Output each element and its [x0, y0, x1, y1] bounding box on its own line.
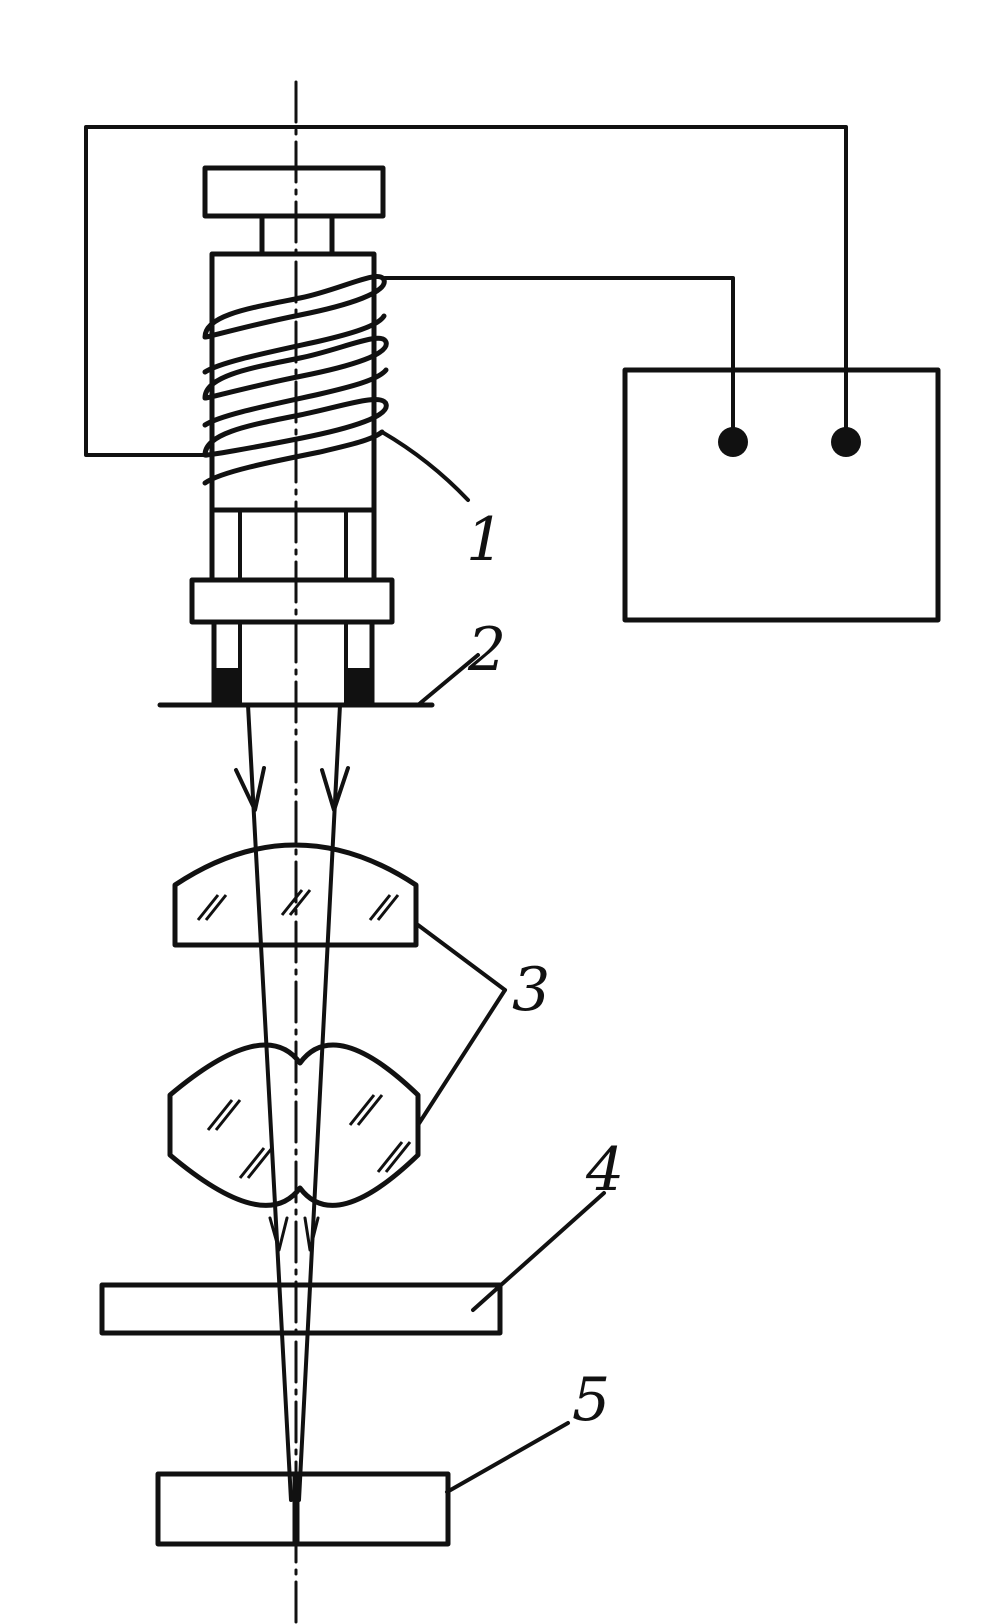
seal-block-left: [215, 668, 241, 703]
power-supply-box: [622, 367, 941, 623]
source-flange: [189, 577, 395, 625]
leader-4: [471, 1191, 606, 1312]
beam-right: [297, 703, 342, 1502]
source-lower-body: [209, 507, 377, 583]
source-top-cap: [202, 165, 386, 219]
lower-lens: [167, 1042, 421, 1208]
arrow-right: [320, 766, 350, 812]
label-5: 5: [572, 1365, 610, 1435]
arrow-left-lower: [268, 1216, 289, 1252]
label-3: 3: [512, 955, 550, 1025]
leader-5: [445, 1421, 570, 1494]
wire-left-loop: [84, 125, 848, 457]
terminal-left: [718, 427, 748, 457]
leader-2: [416, 653, 480, 707]
target-5: [155, 1471, 451, 1547]
leader-3b: [416, 988, 507, 1127]
arrow-right-lower: [303, 1216, 320, 1252]
leader-3a: [416, 923, 507, 992]
plate-4: [99, 1282, 503, 1336]
seal-block-right: [345, 668, 371, 703]
arrow-left: [234, 766, 266, 812]
label-4: 4: [585, 1135, 624, 1205]
beam-left: [246, 703, 293, 1502]
label-1: 1: [466, 505, 504, 575]
label-2: 2: [467, 615, 506, 685]
lower-lens-hatching: [206, 1094, 412, 1179]
leader-1: [380, 430, 470, 502]
upper-lens: [172, 842, 419, 948]
upper-lens-hatching: [196, 889, 400, 921]
terminal-right: [831, 427, 861, 457]
wire-coil-top: [383, 276, 735, 442]
coil-windings: [202, 274, 389, 486]
